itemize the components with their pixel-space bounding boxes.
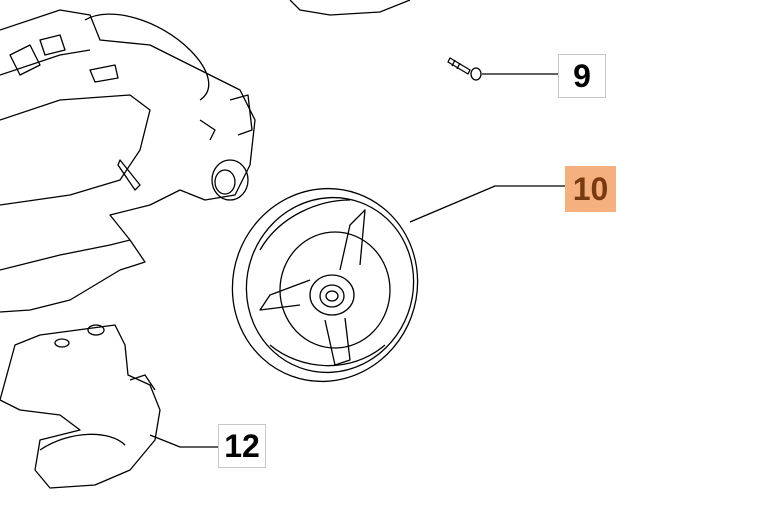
screw-drawing <box>447 57 482 81</box>
callout-12[interactable]: 12 <box>218 424 266 468</box>
bracket-drawing <box>0 324 161 489</box>
callout-label: 10 <box>572 170 609 207</box>
wheel-drawing <box>231 187 419 383</box>
callout-label: 9 <box>573 57 591 94</box>
upper-part-drawing <box>289 0 411 16</box>
callout-label: 12 <box>224 427 260 464</box>
mower-body-drawing <box>0 9 256 313</box>
leader-line-10 <box>409 185 565 223</box>
leader-line-12 <box>149 434 218 448</box>
callout-10[interactable]: 10 <box>565 166 616 212</box>
callout-9[interactable]: 9 <box>558 54 606 98</box>
